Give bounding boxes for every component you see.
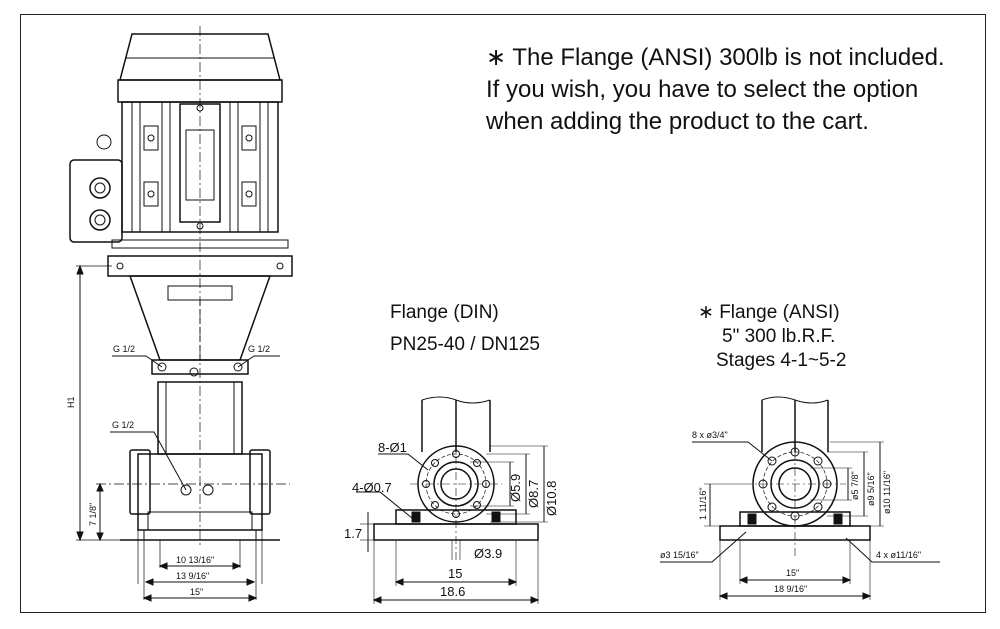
din-w1-label: 15 — [448, 566, 462, 581]
note-line-2: If you wish, you have to select the opti… — [486, 76, 919, 103]
plug-left — [157, 362, 167, 372]
din-center-label: Ø3.9 — [474, 546, 502, 561]
ansi-d3-label: ø10 11/16" — [882, 471, 892, 514]
ansi-d2-label: ø9 5/16" — [866, 472, 876, 506]
note-line-1: ∗ The Flange (ANSI) 300lb is not include… — [486, 44, 945, 71]
cooling-fins — [131, 102, 269, 232]
din-bolt-label: 4-Ø0.7 — [352, 480, 392, 495]
ansi-height-label: 1 11/16" — [698, 487, 708, 520]
ansi-bolt-label: 4 x ø11/16" — [876, 550, 921, 560]
cable-gland-2 — [89, 209, 111, 231]
h1-label: H1 — [66, 396, 76, 408]
plug-right — [233, 362, 243, 372]
drain-plug-1 — [180, 484, 192, 496]
base-height-label: 7 1/8" — [88, 503, 98, 526]
ansi-w2-label: 18 9/16" — [774, 584, 807, 594]
din-w2-label: 18.6 — [440, 584, 465, 599]
terminal-box — [69, 159, 123, 243]
g-label-right: G 1/2 — [248, 344, 270, 354]
din-flange-drawing: Flange (DIN) PN25-40 / DN125 — [344, 302, 559, 604]
ansi-title-1: ∗ Flange (ANSI) — [698, 302, 840, 323]
ansi-d1-label: ø5 7/8" — [850, 471, 860, 500]
g-label-left: G 1/2 — [113, 344, 135, 354]
din-title-2: PN25-40 / DN125 — [390, 334, 540, 355]
eye-bolt — [96, 134, 112, 150]
din-holes-label: 8-Ø1 — [378, 440, 407, 455]
width-mid-label: 13 9/16" — [176, 571, 209, 581]
motor-lugs — [143, 125, 257, 207]
ansi-left-diameter-label: ø3 15/16" — [660, 550, 699, 560]
width-inner-label: 10 13/16" — [176, 555, 214, 565]
drawing-frame — [20, 14, 986, 613]
width-outer-label: 15" — [190, 587, 203, 597]
outlet-flange — [249, 449, 271, 515]
ansi-w1-label: 15" — [786, 568, 799, 578]
note-line-3: when adding the product to the cart. — [486, 108, 869, 135]
inlet-flange — [129, 449, 151, 515]
ansi-flange-drawing: ∗ Flange (ANSI) 5" 300 lb.R.F. Stages 4-… — [660, 302, 940, 600]
cable-gland-1 — [89, 177, 111, 199]
pump-drawing: G 1/2 G 1/2 G 1/2 H1 7 1/8" 10 13/16" 13… — [66, 26, 293, 602]
ansi-title-3: Stages 4-1~5-2 — [716, 350, 846, 371]
din-d3-label: Ø10.8 — [544, 481, 559, 516]
g-label-lower: G 1/2 — [112, 420, 134, 430]
flange-note: ∗ The Flange (ANSI) 300lb is not include… — [486, 42, 945, 138]
din-d2-label: Ø8.7 — [526, 480, 541, 508]
ansi-title-2: 5" 300 lb.R.F. — [722, 326, 835, 347]
ansi-holes-label: 8 x ø3/4" — [692, 430, 728, 440]
din-title-1: Flange (DIN) — [390, 302, 499, 323]
drain-plug-2 — [202, 484, 214, 496]
din-d1-label: Ø5.9 — [508, 474, 523, 502]
din-height-label: 1.7 — [344, 526, 362, 541]
